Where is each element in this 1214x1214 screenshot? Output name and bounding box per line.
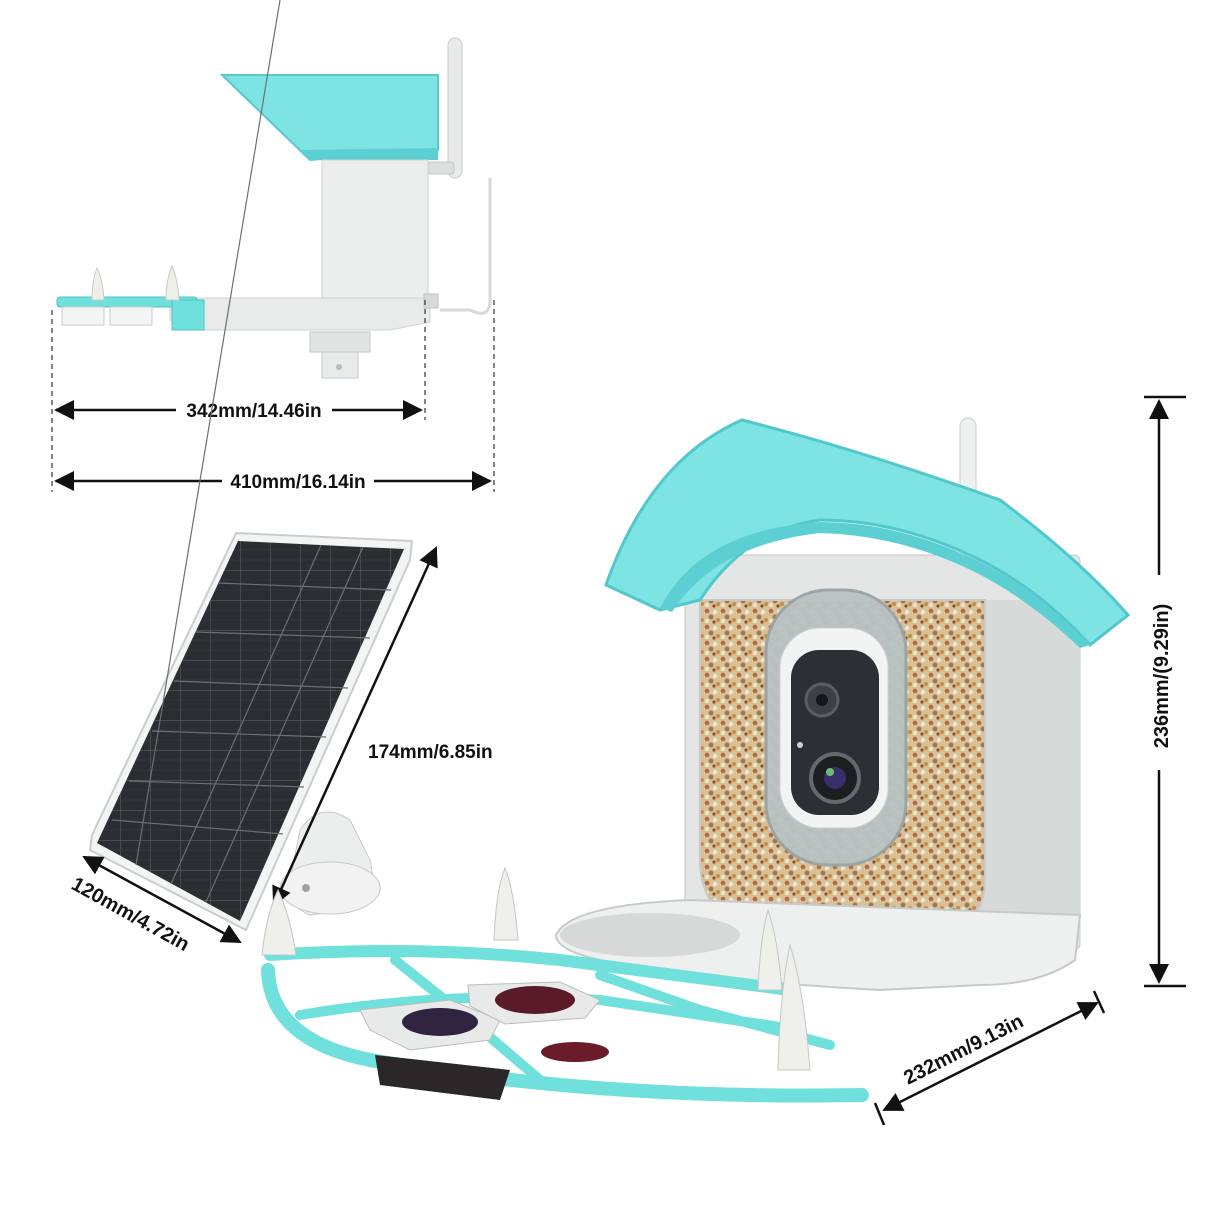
side-antenna xyxy=(427,37,463,179)
perch-posts xyxy=(261,866,811,1071)
side-view-feeder xyxy=(56,37,492,379)
food-cups xyxy=(359,981,609,1100)
side-tray xyxy=(109,306,153,326)
side-mount xyxy=(309,331,371,353)
side-tray xyxy=(61,306,105,326)
dim-236-arrow: 236mm/(9.29in) xyxy=(1144,395,1186,988)
main-feeder xyxy=(554,417,1131,992)
dim-232-arrow: 232mm/9.13in xyxy=(873,990,1106,1126)
side-body xyxy=(321,159,429,301)
dim-236-label: 236mm/(9.29in) xyxy=(1151,604,1173,749)
side-cable xyxy=(440,178,492,315)
side-base-arm xyxy=(169,297,431,331)
side-guide-lines xyxy=(51,300,495,492)
dim-410-label: 410mm/16.14in xyxy=(230,472,365,493)
side-roof xyxy=(219,74,439,162)
dim-174-label: 174mm/6.85in xyxy=(368,742,493,763)
dim-410-arrow: 410mm/16.14in xyxy=(54,471,492,493)
dim-342-label: 342mm/14.46in xyxy=(186,401,321,422)
dim-232-label: 232mm/9.13in xyxy=(900,1010,1027,1089)
dim-342-arrow: 342mm/14.46in xyxy=(54,400,423,422)
dim-174-arrow: 174mm/6.85in xyxy=(272,546,493,907)
main-roof xyxy=(604,418,1131,648)
